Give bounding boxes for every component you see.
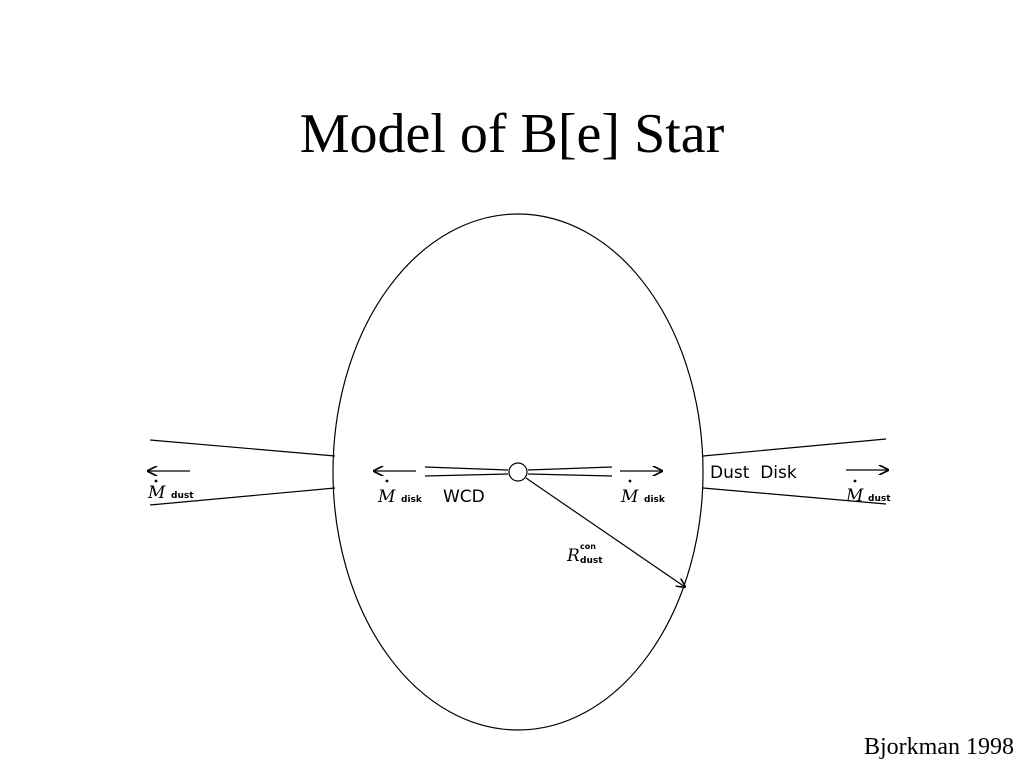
svg-text:con: con (580, 542, 596, 551)
dust-disk-right (702, 438, 887, 505)
outer-envelope-ellipse (332, 213, 704, 731)
svg-text:R: R (566, 546, 580, 566)
wcd-disk (424, 466, 613, 477)
dust-disk-left (149, 439, 336, 506)
svg-text:M: M (147, 483, 166, 503)
svg-text:dust: dust (868, 494, 891, 504)
r-dust-con-label: R con dust (566, 542, 603, 566)
svg-text:disk: disk (644, 495, 666, 505)
svg-text:disk: disk (401, 495, 423, 505)
radius-arrow (525, 477, 685, 587)
central-star (508, 462, 528, 482)
svg-text:dust: dust (580, 556, 603, 566)
wcd-label: WCD (443, 487, 485, 507)
svg-text:dust: dust (171, 491, 194, 501)
mdot-disk-right-label: M disk (620, 479, 666, 507)
mdot-dust-right-label: M dust (845, 479, 891, 506)
slide-title: Model of B[e] Star (299, 103, 725, 165)
mdot-disk-left-label: M disk (377, 479, 423, 507)
credit-citation: Bjorkman 1998 (864, 734, 1014, 760)
svg-text:M: M (845, 486, 864, 506)
svg-text:M: M (377, 487, 396, 507)
svg-text:M: M (620, 487, 639, 507)
dust-disk-label: Dust Disk (710, 463, 797, 483)
mdot-dust-left-label: M dust (147, 479, 194, 503)
